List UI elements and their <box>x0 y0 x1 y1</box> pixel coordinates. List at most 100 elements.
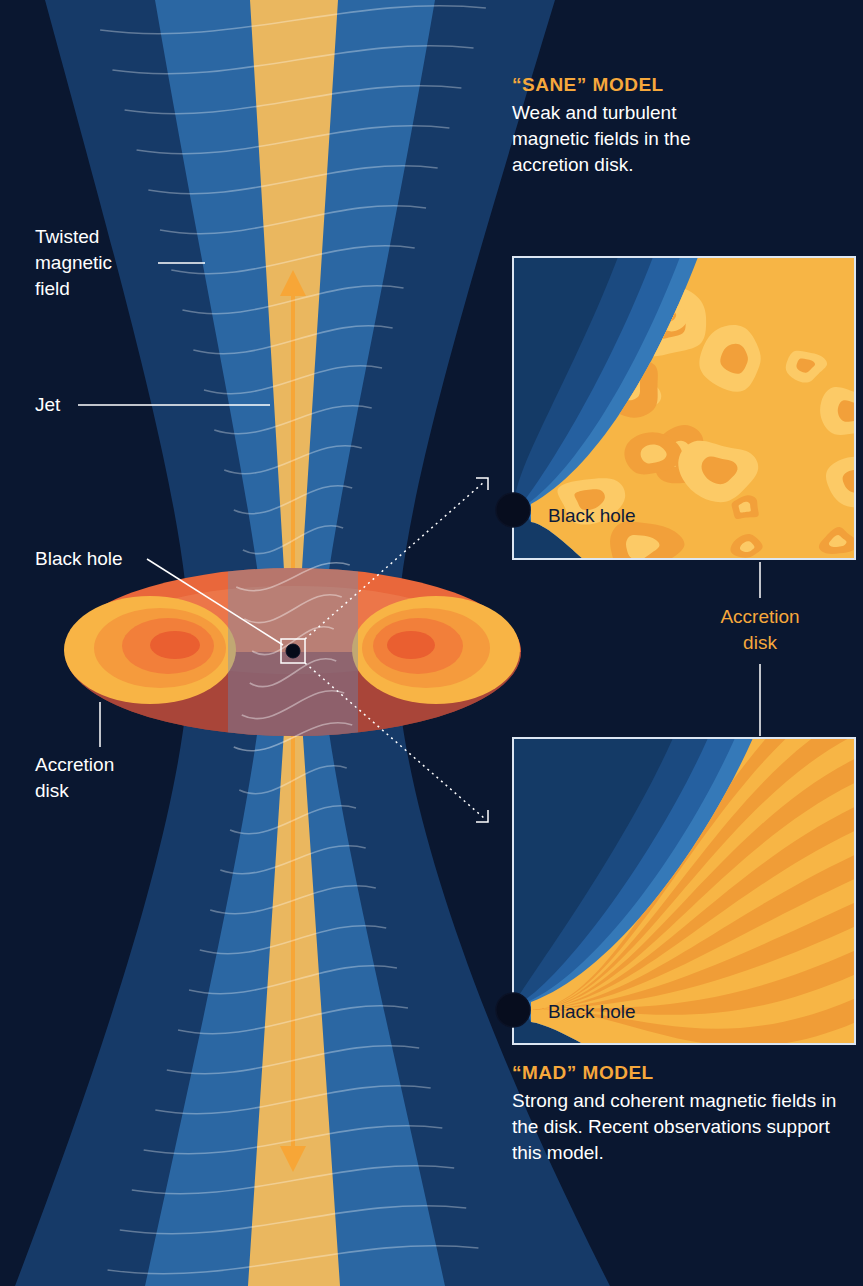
turbulent-blob <box>819 527 855 554</box>
leader-line <box>759 562 761 598</box>
jet-arrow-up <box>291 292 295 600</box>
leader-line <box>759 664 761 736</box>
inset-band <box>515 257 855 559</box>
turbulent-blob <box>732 495 759 519</box>
inset-border <box>513 738 855 1044</box>
jet-arrowhead-up <box>280 270 306 296</box>
turbulent-blob <box>826 457 855 508</box>
zoom-square <box>281 639 305 663</box>
turbulent-blob <box>610 521 684 559</box>
turbulent-blob <box>702 456 738 484</box>
turbulent-blob <box>641 444 667 463</box>
turbulent-blob <box>739 502 751 513</box>
field-swirl <box>120 1206 466 1234</box>
field-swirl <box>242 691 345 719</box>
model-heading: “SANE” MODEL <box>512 72 852 98</box>
inset-label: Black hole <box>548 1000 636 1023</box>
callout-label: Twisted magnetic field <box>35 224 130 302</box>
model-description: Strong and coherent magnetic fields in t… <box>512 1088 852 1166</box>
inner-field-band <box>145 0 445 1286</box>
field-swirl <box>244 595 342 623</box>
black-hole <box>496 493 530 527</box>
disk-lobe <box>64 596 236 704</box>
turbulent-blob <box>720 344 748 374</box>
turbulent-blob <box>699 325 760 392</box>
turbulent-blob <box>657 306 676 322</box>
turbulent-blob <box>786 351 827 383</box>
field-swirl <box>125 86 462 114</box>
leader-line <box>158 262 205 264</box>
turbulent-blob <box>655 257 674 275</box>
jet-arrow-down <box>291 705 295 1150</box>
field-swirl <box>182 286 403 314</box>
turbulent-blob <box>626 535 659 559</box>
jet-arrowhead-down <box>280 1146 306 1172</box>
field-swirl <box>204 366 382 394</box>
disk-lobe <box>352 596 520 704</box>
accretion-disk <box>64 560 521 750</box>
disk-lobe <box>94 608 226 688</box>
turbulent-blob <box>632 270 643 279</box>
inset-ground <box>513 738 855 1044</box>
model-panel: Black hole “MAD” MODELStrong and coherent… <box>508 738 858 1208</box>
twisted-field-lines <box>234 563 353 751</box>
field-swirl <box>160 206 426 234</box>
coherent-field-stream <box>531 738 855 1010</box>
model-description: Weak and turbulent magnetic fields in th… <box>512 100 752 178</box>
callout-label: Accretion disk <box>710 604 810 656</box>
field-swirl <box>210 886 376 914</box>
turbulent-blob <box>624 432 682 474</box>
field-swirl <box>167 1046 419 1074</box>
turbulent-blob <box>624 264 649 284</box>
turbulent-blob <box>645 257 687 288</box>
leader-line <box>78 404 270 406</box>
field-swirl <box>193 326 392 354</box>
field-swirl <box>100 6 486 34</box>
black-hole <box>496 993 530 1027</box>
turbulent-blob <box>633 287 706 356</box>
field-swirl <box>155 1086 430 1114</box>
disk-lobe <box>122 618 214 674</box>
disk-lobe <box>150 631 200 659</box>
turbulent-blob <box>740 541 755 552</box>
field-swirl <box>137 126 450 154</box>
field-swirl <box>234 723 353 751</box>
model-panel: “SANE” MODELWeak and turbulent magnetic … <box>508 72 858 562</box>
turbulent-blob <box>581 354 658 418</box>
callout-label: Accretion disk <box>35 752 135 804</box>
field-swirl <box>132 1166 454 1194</box>
field-swirl <box>234 486 352 514</box>
field-swirl <box>236 563 350 591</box>
turbulent-blob <box>829 535 847 547</box>
field-swirl <box>200 926 386 954</box>
field-swirl <box>243 526 343 554</box>
callout-label: Black hole <box>35 546 145 572</box>
coherent-field-stream <box>531 994 855 1044</box>
twisted-field-lines <box>100 6 486 1274</box>
field-band-overlay <box>228 560 358 750</box>
inset-band <box>522 257 855 559</box>
leader-line <box>99 702 101 747</box>
black-hole <box>286 644 300 658</box>
turbulent-blob <box>838 400 855 422</box>
field-swirl <box>171 246 414 274</box>
turbulent-blob <box>647 296 689 331</box>
inset-ground <box>513 257 855 559</box>
inset-illustration <box>513 738 855 1044</box>
inset-label: Black hole <box>548 504 636 527</box>
model-heading: “MAD” MODEL <box>512 1060 852 1086</box>
field-swirl <box>108 1246 479 1274</box>
zoom-line <box>305 663 484 818</box>
leader-line <box>147 559 283 645</box>
turbulent-blob <box>591 284 604 294</box>
turbulent-blob <box>730 534 762 558</box>
zoom-bracket <box>476 478 488 490</box>
turbulent-blob <box>584 278 613 300</box>
disk-lobe <box>373 618 463 674</box>
disk-lobe <box>362 608 490 688</box>
turbulent-blob <box>606 372 641 401</box>
field-swirl <box>230 806 356 834</box>
field-swirl <box>144 1126 443 1154</box>
inset-band <box>531 257 855 559</box>
